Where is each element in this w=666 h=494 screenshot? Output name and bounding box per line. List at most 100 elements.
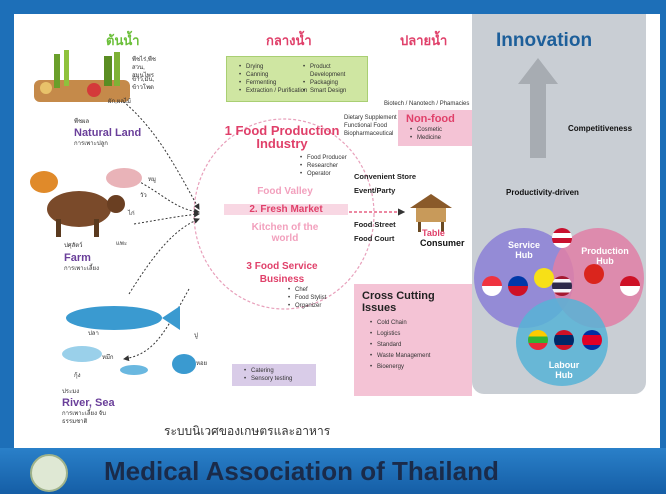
flag-cambodia-icon bbox=[582, 330, 602, 350]
list-item: Cosmetic bbox=[410, 126, 472, 134]
header-midstream: กลางน้ำ bbox=[266, 33, 312, 48]
kitchen-label: Kitchen of the world bbox=[251, 222, 319, 244]
list-item: Cold Chain bbox=[370, 318, 472, 329]
source-land-sub: การเพาะปลูก bbox=[74, 141, 108, 147]
nonfood-left: Dietary Supplement Functional Food Bioph… bbox=[344, 114, 400, 138]
crop-label-1: พืชไร่,พืชสวน, สมุนไพร bbox=[132, 57, 156, 79]
food-production-text: Food Production Industry bbox=[235, 123, 340, 151]
list-item: Food Stylist bbox=[288, 294, 326, 302]
seafood-image bbox=[62, 306, 196, 375]
header-downstream: ปลายน้ำ bbox=[400, 33, 448, 48]
service-hub-label: Service Hub bbox=[507, 240, 541, 260]
list-item: Sensory testing bbox=[244, 375, 316, 383]
crop-label-3: ผัก,ผลไม้ bbox=[108, 99, 131, 105]
flag-myanmar-icon bbox=[528, 330, 548, 350]
flag-vietnam-icon bbox=[584, 264, 604, 284]
innovation-title: Innovation bbox=[496, 30, 593, 51]
flag-brunei-icon bbox=[534, 268, 554, 288]
nonfood-top: Biotech / Nanotech / Phamacies bbox=[384, 101, 470, 107]
source-farm-en: Farm bbox=[64, 252, 91, 264]
fish-label-shrimp: กุ้ง bbox=[74, 373, 81, 379]
farm-label-pig: หมู bbox=[148, 177, 156, 183]
fish-label-crab: ปู bbox=[194, 333, 198, 339]
productivity-label: Productivity-driven bbox=[506, 188, 579, 197]
crops-image bbox=[34, 50, 130, 102]
crop-label-2: ข้าว,มัน, ข้าวโพด bbox=[132, 77, 155, 91]
service-test-box: Catering Sensory testing bbox=[232, 364, 316, 386]
source-land-th: พืชผล bbox=[74, 119, 90, 125]
source-farm-sub: การเพาะเลี้ยง bbox=[64, 266, 99, 272]
flag-thailand-icon bbox=[552, 276, 572, 296]
labour-hub-label: Labour Hub bbox=[548, 360, 580, 380]
process-item: Extraction / Purification bbox=[239, 87, 307, 95]
farm-animals-image bbox=[30, 168, 142, 237]
list-item: Bioenergy bbox=[370, 362, 472, 373]
list-item: Researcher bbox=[300, 162, 347, 170]
flag-laos-icon bbox=[554, 330, 574, 350]
arrow-up-icon bbox=[518, 58, 558, 158]
innovation-panel: Innovation Competitiveness Productivity-… bbox=[472, 14, 646, 394]
bottom-banner: Medical Association of Thailand bbox=[0, 448, 666, 494]
nonfood-left-item: Biopharmaceutical bbox=[344, 131, 394, 137]
food-service-num: 3 bbox=[246, 261, 252, 272]
process-item: Packaging bbox=[303, 79, 367, 87]
food-service-list: Chef Food Stylist Organizer bbox=[286, 286, 326, 310]
food-service-text: Food Service Business bbox=[254, 261, 318, 285]
outlet-event: Event/Party bbox=[354, 186, 396, 195]
source-land-en: Natural Land bbox=[74, 127, 142, 139]
food-production-list: Food Producer Researcher Operator bbox=[298, 154, 347, 178]
list-item: Standard bbox=[370, 340, 472, 351]
fish-label-shell: หอย bbox=[196, 361, 208, 367]
flag-malaysia-icon bbox=[552, 228, 572, 248]
production-hub-label: Production Hub bbox=[581, 246, 629, 266]
flag-indonesia-icon bbox=[620, 276, 640, 296]
source-farm-th: ปศุสัตว์ bbox=[64, 243, 83, 249]
process-item: Drying bbox=[239, 63, 307, 71]
outlet-convenient: Convenient Store bbox=[354, 172, 417, 181]
list-item: Waste Management bbox=[370, 351, 472, 362]
food-valley-label: Food Valley bbox=[257, 186, 313, 197]
fish-label-squid: หมึก bbox=[102, 355, 114, 361]
process-box: Drying Canning Fermenting Extraction / P… bbox=[226, 56, 368, 102]
list-item: Logistics bbox=[370, 329, 472, 340]
process-item: Canning bbox=[239, 71, 307, 79]
fish-label-fish: ปลา bbox=[88, 331, 99, 337]
food-production-title: 1 Food Production Industry bbox=[222, 124, 342, 150]
list-item: Catering bbox=[244, 367, 316, 375]
association-logo bbox=[30, 454, 68, 492]
nonfood-left-item: Functional Food bbox=[344, 123, 388, 129]
flow-lines bbox=[113, 93, 406, 362]
list-item: Organizer bbox=[288, 302, 326, 310]
outlet-court: Food Court bbox=[354, 234, 395, 243]
consumer-label: Consumer bbox=[420, 238, 465, 248]
list-item: Medicine bbox=[410, 134, 472, 142]
food-service-title: 3 Food Service Business bbox=[234, 260, 330, 286]
nonfood-left-item: Dietary Supplement bbox=[344, 115, 397, 121]
source-sea-en: River, Sea bbox=[62, 397, 115, 409]
thai-caption: ระบบนิเวศของเกษตรและอาหาร bbox=[164, 424, 331, 438]
flag-philippines-icon bbox=[508, 276, 528, 296]
banner-title: Medical Association of Thailand bbox=[104, 456, 499, 486]
farm-label-cow: วัว bbox=[140, 193, 147, 199]
outlet-street: Food Street bbox=[354, 220, 396, 229]
nonfood-title: Non-food bbox=[406, 113, 455, 125]
flag-singapore-icon bbox=[482, 276, 502, 296]
process-item: Product Development bbox=[303, 63, 367, 79]
nonfood-box: Non-food Cosmetic Medicine bbox=[398, 110, 472, 146]
crosscutting-box: Cross Cutting Issues Cold Chain Logistic… bbox=[354, 284, 472, 396]
farm-label-goat: แพะ bbox=[116, 241, 128, 247]
competitiveness-label: Competitiveness bbox=[568, 124, 633, 133]
farm-label-chicken: ไก่ bbox=[128, 211, 135, 217]
list-item: Food Producer bbox=[300, 154, 347, 162]
process-item: Smart Design bbox=[303, 87, 367, 95]
table-label: Table bbox=[422, 228, 445, 238]
list-item: Operator bbox=[300, 170, 347, 178]
crosscutting-title: Cross Cutting Issues bbox=[362, 290, 435, 314]
header-upstream: ต้นน้ำ bbox=[106, 33, 140, 48]
list-item: Chef bbox=[288, 286, 326, 294]
thai-house-image bbox=[410, 194, 452, 232]
source-sea-sub: การเพาะเลี้ยง จับธรรมชาติ bbox=[62, 411, 106, 425]
process-item: Fermenting bbox=[239, 79, 307, 87]
source-sea-th: ประมง bbox=[62, 389, 80, 395]
